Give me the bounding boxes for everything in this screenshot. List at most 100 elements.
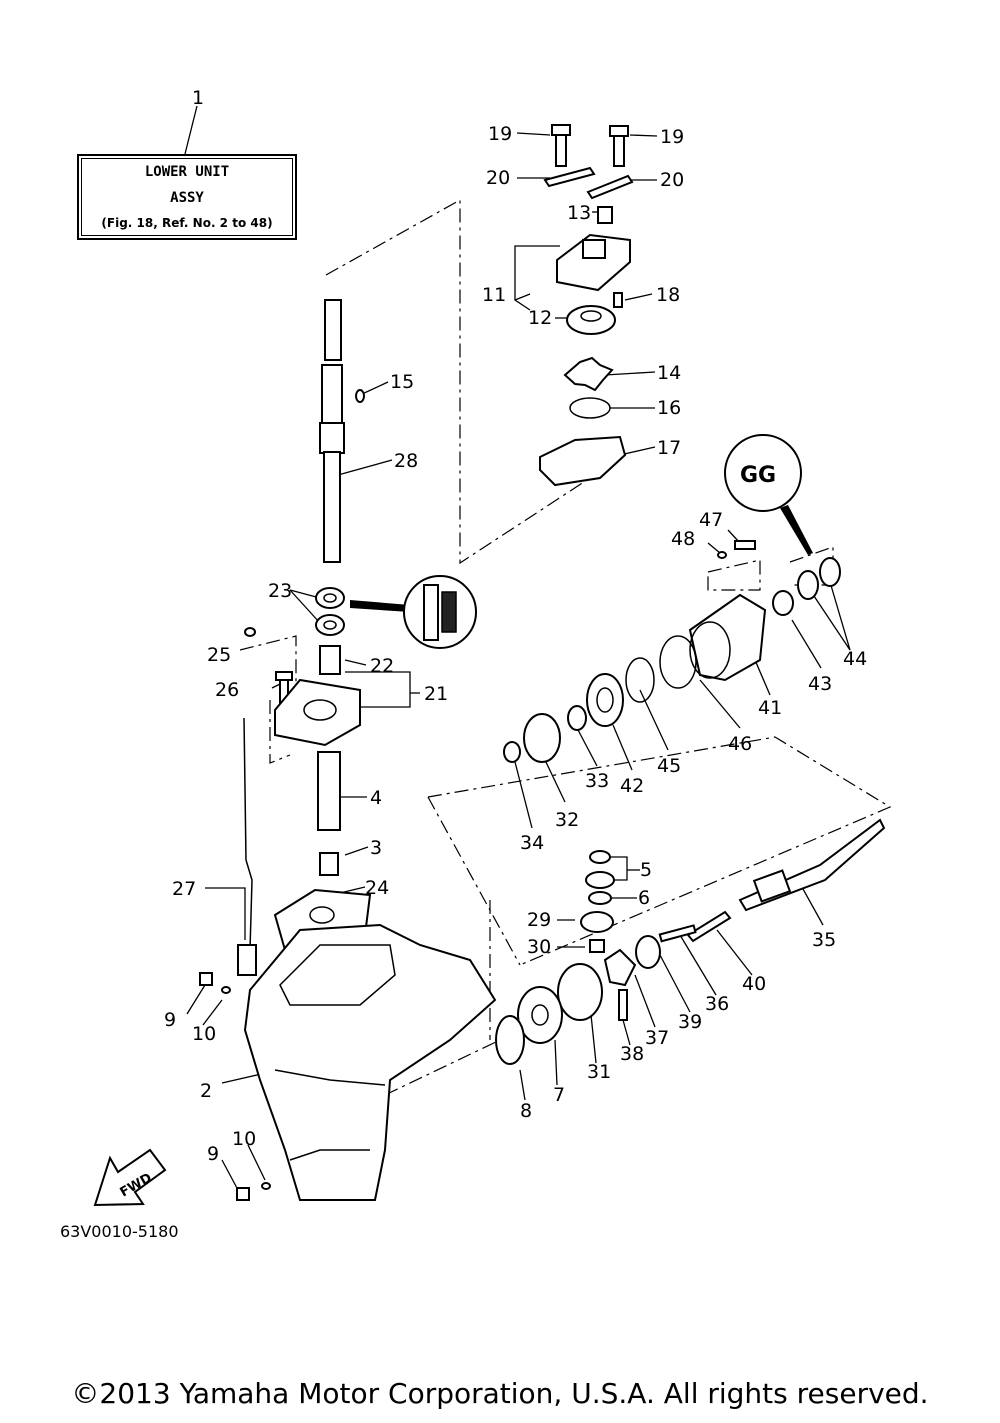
assembly-line-1: LOWER UNIT <box>144 164 230 180</box>
washer-6 <box>588 891 612 905</box>
pump-housing-11 <box>556 233 631 292</box>
callout-15: 15 <box>390 371 414 393</box>
bearing-group-23 <box>315 575 477 649</box>
callout-5: 5 <box>640 859 652 881</box>
bearing-7 <box>517 986 563 1044</box>
dog-clutch-37 <box>603 948 637 987</box>
callout-13: 13 <box>567 202 591 224</box>
callout-48: 48 <box>671 528 695 550</box>
lower-casing-2 <box>243 923 497 1201</box>
callout-labels: 1 19 19 20 20 13 11 12 18 14 16 17 15 28… <box>118 87 868 1201</box>
spring-40 <box>686 910 732 943</box>
gasket-17 <box>539 435 627 487</box>
grease-balloon-left <box>403 575 477 649</box>
figure-code: 63V0010-5180 <box>60 1222 179 1241</box>
callout-16: 16 <box>657 397 681 419</box>
sleeve-22 <box>319 645 341 675</box>
pump-housing-cap <box>582 239 606 259</box>
plate-20-left <box>543 166 596 188</box>
pin-25 <box>244 627 256 637</box>
callout-6: 6 <box>638 887 650 909</box>
assembly-line-2: ASSY <box>170 190 204 206</box>
callout-20-right: 20 <box>660 169 684 191</box>
seal-44-left <box>797 570 819 600</box>
cross-pin-36 <box>658 924 697 943</box>
pin-18 <box>613 292 623 308</box>
callout-35: 35 <box>812 929 836 951</box>
callout-42: 42 <box>620 775 644 797</box>
lower-casing-group <box>199 923 497 1201</box>
nut-30 <box>589 939 605 953</box>
key-15 <box>355 389 365 403</box>
insert-cartridge-12 <box>566 305 616 335</box>
callout-46: 46 <box>728 733 752 755</box>
callout-44: 44 <box>843 648 867 670</box>
callout-20-left: 20 <box>486 167 510 189</box>
seal-43 <box>772 590 794 616</box>
shift-rod-27 <box>243 717 253 951</box>
bolt-19-right-head <box>609 125 629 137</box>
shift-rod-group <box>237 717 257 976</box>
callout-29: 29 <box>527 909 551 931</box>
grease-balloon-right <box>724 434 802 512</box>
o-ring-46 <box>659 635 697 689</box>
gear-31 <box>557 963 603 1021</box>
callout-10-upper: 10 <box>192 1023 216 1045</box>
drive-shaft-28 <box>321 364 343 426</box>
leader-lines <box>184 105 851 1191</box>
callout-4: 4 <box>370 787 382 809</box>
callout-1: 1 <box>192 87 204 109</box>
callout-37: 37 <box>645 1027 669 1049</box>
bolt-47 <box>734 540 756 550</box>
callout-28: 28 <box>394 450 418 472</box>
washer-5-top <box>589 850 611 864</box>
bearing-42 <box>586 673 624 727</box>
callout-36: 36 <box>705 993 729 1015</box>
plate-20-right <box>586 174 634 200</box>
clip-34 <box>503 741 521 763</box>
callout-10-lower: 10 <box>232 1128 256 1150</box>
callout-11: 11 <box>482 284 506 306</box>
drive-shaft-upper <box>324 299 342 361</box>
callout-47: 47 <box>699 509 723 531</box>
callout-33: 33 <box>585 770 609 792</box>
drive-shaft-group <box>319 299 365 563</box>
o-ring-45 <box>625 657 655 703</box>
shim-33 <box>567 705 587 731</box>
callout-43: 43 <box>808 673 832 695</box>
shim-8 <box>495 1015 525 1065</box>
callout-26: 26 <box>215 679 239 701</box>
gasket-10-upper <box>221 986 231 994</box>
callout-45: 45 <box>657 755 681 777</box>
callout-32: 32 <box>555 809 579 831</box>
callout-7: 7 <box>553 1084 565 1106</box>
callout-22: 22 <box>370 655 394 677</box>
housing-21 <box>274 678 361 747</box>
assembly-reference-box: LOWER UNIT ASSY (Fig. 18, Ref. No. 2 to … <box>77 154 297 240</box>
bolt-19-left-head <box>551 124 571 136</box>
callout-9-upper: 9 <box>164 1009 176 1031</box>
tube-group <box>273 751 372 957</box>
bearing-23-top <box>315 587 345 609</box>
fwd-arrow-icon <box>93 1148 167 1207</box>
copyright-notice: ©2013 Yamaha Motor Corporation, U.S.A. A… <box>71 1377 929 1410</box>
callout-14: 14 <box>657 362 681 384</box>
callout-12: 12 <box>528 307 552 329</box>
callout-25: 25 <box>207 644 231 666</box>
callout-9-lower: 9 <box>207 1143 219 1165</box>
callout-39: 39 <box>678 1011 702 1033</box>
callout-23: 23 <box>268 580 292 602</box>
drain-plug-9-upper <box>199 972 213 986</box>
pump-base-group <box>244 627 361 747</box>
callout-31: 31 <box>587 1061 611 1083</box>
callout-2: 2 <box>200 1080 212 1102</box>
bearing-23-bottom <box>315 614 345 636</box>
callout-17: 17 <box>657 437 681 459</box>
callout-18: 18 <box>656 284 680 306</box>
reverse-gear-32 <box>523 713 561 763</box>
gasket-10-lower <box>261 1182 271 1190</box>
collar-13 <box>597 206 613 224</box>
callout-8: 8 <box>520 1100 532 1122</box>
forward-gear-group <box>503 434 841 763</box>
